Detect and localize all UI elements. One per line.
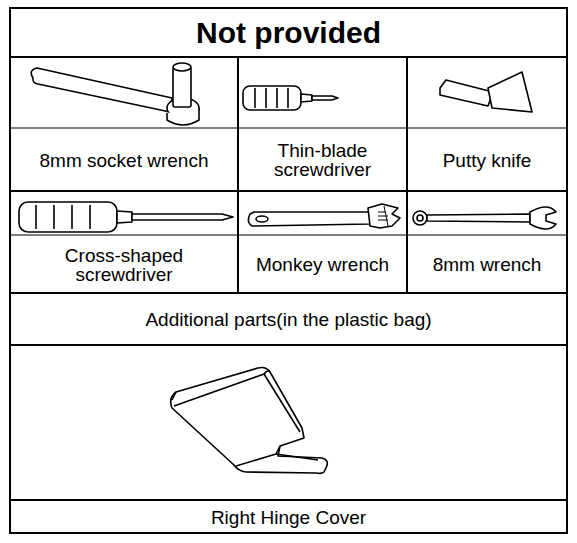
hinge-cover-illustration bbox=[171, 368, 328, 474]
putty-knife-icon bbox=[440, 72, 532, 112]
table-cell-label: 8mm socket wrench bbox=[40, 151, 209, 170]
table-grid bbox=[10, 8, 567, 533]
table-cell-label: Monkey wrench bbox=[256, 255, 389, 274]
table-cell: Cross-shaped screwdriver bbox=[10, 237, 238, 292]
thin-screwdriver-icon bbox=[243, 86, 338, 110]
table-title: Not provided bbox=[196, 18, 381, 48]
socket-wrench-icon bbox=[31, 63, 199, 125]
monkey-wrench-icon bbox=[248, 204, 400, 228]
table-cell: 8mm wrench bbox=[407, 237, 567, 292]
table-cell: Putty knife bbox=[407, 130, 567, 190]
cross-screwdriver-icon bbox=[19, 202, 233, 232]
table-cell: Not provided bbox=[10, 10, 567, 56]
table-cell-label: Putty knife bbox=[443, 151, 532, 170]
table-cell: Monkey wrench bbox=[238, 237, 407, 292]
table-cell: Thin-blade screwdriver bbox=[238, 130, 407, 190]
table-cell: Right Hinge Cover bbox=[10, 502, 567, 532]
table-border bbox=[10, 8, 567, 533]
table-cell-label: Cross-shaped screwdriver bbox=[44, 246, 204, 284]
table-cell: 8mm socket wrench bbox=[10, 130, 238, 190]
table-cell-label: Right Hinge Cover bbox=[211, 508, 366, 527]
open-wrench-icon bbox=[413, 207, 556, 229]
table-cell-label: Additional parts(in the plastic bag) bbox=[145, 310, 431, 329]
table-cell-label: 8mm wrench bbox=[433, 255, 542, 274]
table-cell: Additional parts(in the plastic bag) bbox=[10, 295, 567, 344]
table-cell-label: Thin-blade screwdriver bbox=[258, 141, 388, 179]
